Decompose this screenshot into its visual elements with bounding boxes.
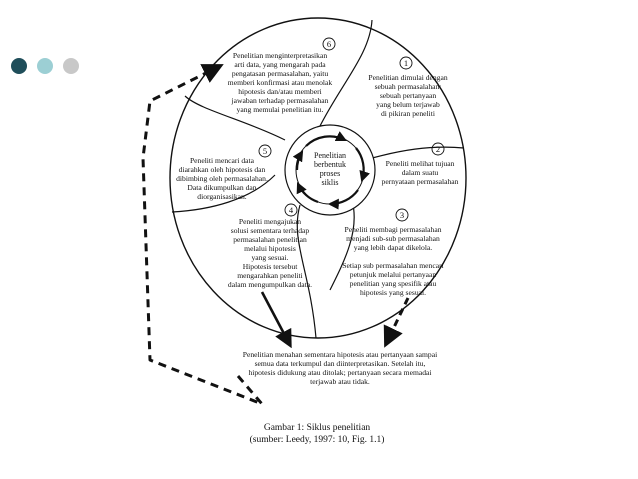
- step-number: 1: [404, 58, 408, 68]
- center-line: Penelitian: [314, 151, 346, 160]
- step-text-line: diarahkan oleh hipotesis dan: [179, 165, 266, 174]
- step-text-line: Peneliti membagi permasalahan: [345, 225, 442, 234]
- step-text-line: diorganisasikan.: [197, 192, 247, 201]
- step-text-line: di pikiran peneliti: [381, 109, 435, 118]
- dashed-arrow-from-step-3: [383, 297, 410, 348]
- step-text-line: yang belum terjawab: [376, 100, 440, 109]
- light-teal-dot: [37, 58, 53, 74]
- step-text-line: Penelitian dimulai dengan: [368, 73, 447, 82]
- step-text-line: pengatasan permasalahan, yaitu: [232, 69, 329, 78]
- outer-circle: [169, 17, 467, 339]
- step-number: 5: [263, 146, 267, 156]
- step-text-line: sebuah permasalahan:: [375, 82, 442, 91]
- step-text-line: dibimbing oleh permasalahan.: [176, 174, 268, 183]
- step-text-line: dalam mengumpulkan data.: [228, 280, 312, 289]
- step-text-line: sebuah pertanyaan: [380, 91, 436, 100]
- step-text-line: Data dikumpulkan dan: [187, 183, 256, 192]
- step-text-line: Penelitian menginterpretasikan: [233, 51, 327, 60]
- dashed-feedback-loop: [141, 64, 264, 406]
- step-3: 3 Peneliti membagi permasalahan menjadi …: [342, 208, 444, 297]
- note-line: Penelitian menahan sementara hipotesis a…: [243, 350, 437, 359]
- step-text-line: mengarahkan peneliti: [237, 271, 303, 280]
- step-number: 3: [400, 210, 404, 220]
- step-text-line: Peneliti melihat tujuan: [386, 159, 455, 168]
- step-text-line: hipotesis yang sesuai.: [360, 288, 426, 297]
- step-text-line: yang sesuai.: [251, 253, 288, 262]
- figure-caption: Gambar 1: Siklus penelitian (sumber: Lee…: [250, 423, 385, 445]
- step-text-line: permasalahan penelitian: [233, 235, 307, 244]
- step-text-line: solusi sementara terhadap: [231, 226, 310, 235]
- gray-dot: [63, 58, 79, 74]
- caption-title: Gambar 1: Siklus penelitian: [264, 423, 371, 433]
- step-2: 2 Peneliti melihat tujuan dalam suatu pe…: [382, 142, 459, 186]
- step-text-line: melalui hipotesis: [244, 244, 296, 253]
- center-line: berbentuk: [314, 160, 346, 169]
- inner-cycle-arrows: [292, 131, 370, 210]
- step-5: 5 Peneliti mencari data diarahkan oleh h…: [176, 144, 272, 201]
- step-text-line: arti data, yang mengarah pada: [234, 60, 326, 69]
- step-text-line: pernyataan permasalahan: [382, 177, 459, 186]
- note-line: terjawab atau tidak.: [310, 377, 370, 386]
- step-text-line: penelitian yang spesifik atau: [350, 279, 437, 288]
- center-label: Penelitian berbentuk proses siklis: [314, 151, 346, 187]
- center-line: proses: [320, 169, 340, 178]
- solid-arrow-to-note: [260, 291, 292, 349]
- step-text-line: Setiap sub permasalahan mencari: [342, 261, 443, 270]
- step-text-line: Peneliti mengajukan: [239, 217, 301, 226]
- bottom-note: Penelitian menahan sementara hipotesis a…: [243, 350, 437, 386]
- step-number: 2: [436, 144, 440, 154]
- dark-teal-dot: [11, 58, 27, 74]
- step-number: 4: [289, 205, 294, 215]
- step-text-line: memberi konfirmasi atau menolak: [228, 78, 333, 87]
- caption-source: (sumber: Leedy, 1997: 10, Fig. 1.1): [250, 434, 385, 445]
- step-text-line: petunjuk melalui pertanyaan: [350, 270, 437, 279]
- note-line: semua data terkumpul dan diinterpretasik…: [255, 359, 426, 368]
- step-text-line: hipotesis dan/atau memberi: [238, 87, 322, 96]
- step-1: 1 Penelitian dimulai dengan sebuah perma…: [368, 56, 448, 118]
- step-text-line: dalam suatu: [402, 168, 439, 177]
- step-6: 6 Penelitian menginterpretasikan arti da…: [228, 37, 336, 114]
- step-text-line: jawaban terhadap permasalahan: [231, 96, 329, 105]
- center-line: siklis: [322, 178, 339, 187]
- note-line: hipotesis didukung atau ditolak; pertany…: [248, 368, 431, 377]
- segment-dividers: [171, 19, 465, 339]
- step-text-line: Hipotesis tersebut: [243, 262, 299, 271]
- step-text-line: Peneliti mencari data: [190, 156, 255, 165]
- step-number: 6: [327, 39, 331, 49]
- step-4: 4 Peneliti mengajukan solusi sementara t…: [228, 203, 312, 289]
- step-text-line: yang memulai penelitian itu.: [237, 105, 324, 114]
- step-text-line: menjadi sub-sub permasalahan: [346, 234, 440, 243]
- step-text-line: yang lebih dapat dikelola.: [354, 243, 433, 252]
